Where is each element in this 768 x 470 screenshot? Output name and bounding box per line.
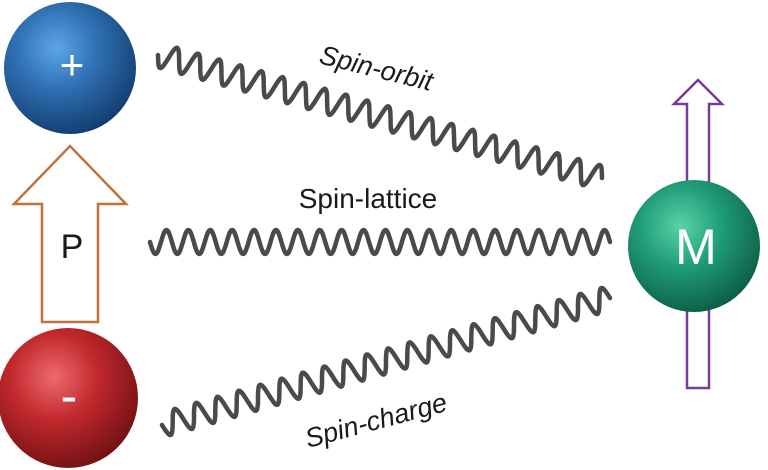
positive-charge: + bbox=[4, 2, 136, 134]
magnetization-sphere: M bbox=[628, 180, 760, 312]
spin-charge-label: Spin-charge bbox=[302, 387, 450, 454]
magnetization-label: M bbox=[675, 219, 717, 275]
negative-charge-symbol: - bbox=[61, 368, 78, 424]
polarization-label: P bbox=[61, 228, 84, 266]
spin-charge-spring bbox=[159, 285, 613, 438]
spin-lattice-spring bbox=[147, 227, 613, 257]
polarization-arrow bbox=[11, 144, 129, 324]
spin-orbit-label: Spin-orbit bbox=[317, 40, 438, 97]
spin-lattice-label: Spin-lattice bbox=[299, 183, 438, 214]
positive-charge-symbol: + bbox=[60, 41, 85, 88]
negative-charge: - bbox=[0, 328, 138, 468]
spin-orbit-spring bbox=[155, 45, 605, 188]
